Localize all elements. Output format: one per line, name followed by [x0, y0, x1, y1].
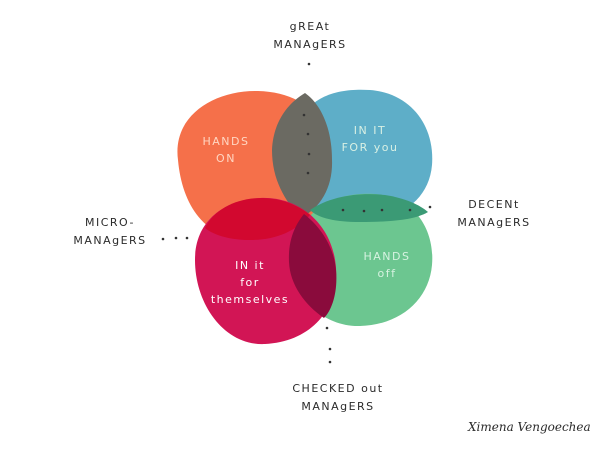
label-line: CHECKED out	[292, 382, 384, 395]
label-line: MANAgERS	[457, 216, 531, 229]
label-line: IN it	[235, 259, 265, 272]
label-in-it-for-themselves: IN it for themselves	[205, 257, 295, 308]
artist-signature: Ximena Vengoechea	[468, 420, 591, 434]
label-line: FOR you	[341, 141, 399, 154]
overlap-hands-on-themselves	[205, 198, 310, 240]
label-line: DECENt	[468, 198, 520, 211]
label-line: off	[377, 267, 397, 280]
label-line: gREAt	[289, 20, 331, 33]
label-line: for	[240, 276, 260, 289]
label-in-it-for-you: IN IT FOR you	[338, 122, 402, 156]
label-checked-out-managers: CHECKED out MANAgERS	[283, 380, 393, 416]
label-micro-managers: MICRO- MANAgERS	[70, 214, 150, 250]
label-line: HANDS	[363, 250, 411, 263]
label-line: ON	[216, 152, 236, 165]
label-line: MANAgERS	[73, 234, 147, 247]
circle-in-it-for-you	[293, 89, 433, 223]
label-hands-on: HANDS ON	[196, 133, 256, 167]
label-line: themselves	[210, 293, 290, 306]
label-line: MICRO-	[85, 216, 135, 229]
overlap-for-you-hands-off	[310, 194, 428, 222]
label-decent-managers: DECENt MANAgERS	[452, 196, 536, 232]
label-line: HANDS	[202, 135, 250, 148]
overlap-themselves-hands-off	[288, 214, 337, 318]
overlap-hands-on-for-you	[272, 93, 333, 218]
label-line: MANAgERS	[273, 38, 347, 51]
label-hands-off: HANDS off	[355, 248, 419, 282]
label-line: IN IT	[353, 124, 387, 137]
label-great-managers: gREAt MANAgERS	[260, 18, 360, 54]
dotted-lines	[161, 62, 432, 364]
label-line: MANAgERS	[301, 400, 375, 413]
